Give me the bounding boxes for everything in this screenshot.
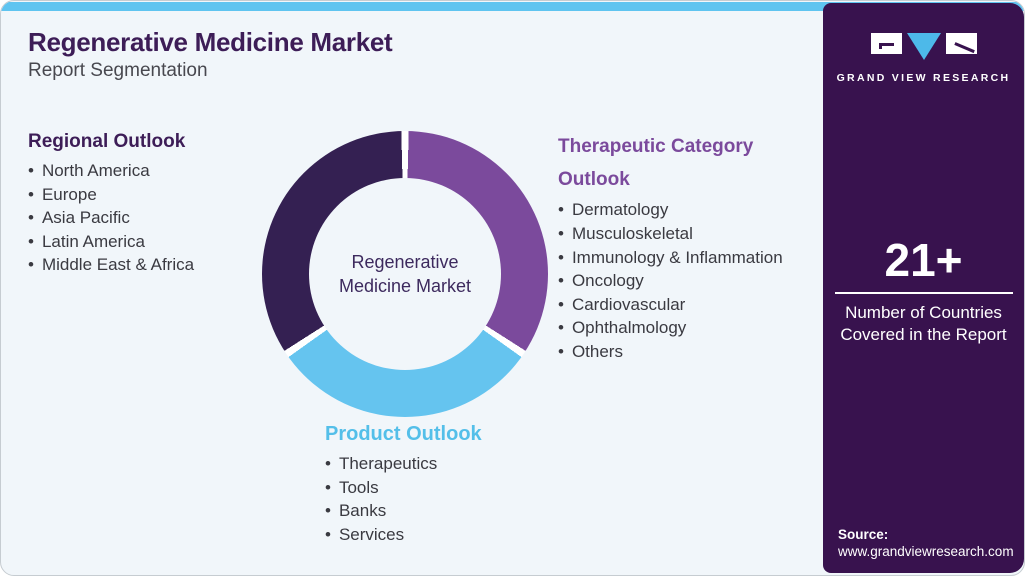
list-item: Services [325, 523, 482, 547]
brand-name: GRAND VIEW RESEARCH [836, 72, 1011, 84]
list-item: Ophthalmology [558, 316, 783, 340]
list-item: Dermatology [558, 198, 783, 222]
logo-r-icon [945, 33, 977, 54]
section-product-outlook: Product Outlook Therapeutics Tools Banks… [325, 423, 482, 546]
product-outlook-list: Therapeutics Tools Banks Services [325, 452, 482, 546]
sidebar: GRAND VIEW RESEARCH 21+ Number of Countr… [823, 3, 1024, 573]
source-label: Source: [838, 527, 889, 542]
donut-chart: Regenerative Medicine Market [262, 131, 548, 417]
donut-center: Regenerative Medicine Market [309, 178, 501, 370]
stat-divider [834, 292, 1013, 294]
stat-value: 21+ [884, 234, 963, 286]
list-item: Oncology [558, 269, 783, 293]
source-url: www.grandviewresearch.com [838, 544, 1014, 559]
donut-center-label: Regenerative Medicine Market [338, 252, 472, 296]
list-item: Cardiovascular [558, 293, 783, 317]
list-item: North America [28, 159, 194, 183]
list-item: Musculoskeletal [558, 222, 783, 246]
regional-outlook-list: North America Europe Asia Pacific Latin … [28, 159, 194, 277]
logo-v-triangle-icon [906, 33, 941, 60]
therapeutic-outlook-heading: Therapeutic Category Outlook [558, 136, 754, 190]
countries-stat: 21+ Number of Countries Covered in the R… [823, 237, 1024, 345]
product-outlook-heading: Product Outlook [325, 423, 482, 445]
section-regional-outlook: Regional Outlook North America Europe As… [28, 131, 194, 277]
section-therapeutic-outlook: Therapeutic Category Outlook Dermatology… [558, 131, 783, 364]
page-title: Regenerative Medicine Market [28, 27, 393, 57]
logo-g-icon [870, 33, 902, 54]
gvr-logo-marks [823, 33, 1024, 61]
list-item: Immunology & Inflammation [558, 246, 783, 270]
regional-outlook-heading: Regional Outlook [28, 131, 186, 152]
list-item: Middle East & Africa [28, 253, 194, 277]
page-subtitle: Report Segmentation [28, 60, 208, 81]
stat-label: Number of Countries Covered in the Repor… [840, 303, 1007, 344]
list-item: Latin America [28, 230, 194, 254]
list-item: Therapeutics [325, 452, 482, 476]
therapeutic-outlook-list: Dermatology Musculoskeletal Immunology &… [558, 198, 783, 363]
list-item: Europe [28, 183, 194, 207]
list-item: Asia Pacific [28, 206, 194, 230]
list-item: Tools [325, 476, 482, 500]
source-block: Source: www.grandviewresearch.com [838, 525, 1014, 559]
list-item: Banks [325, 499, 482, 523]
list-item: Others [558, 340, 783, 364]
top-accent-bar [1, 2, 1024, 11]
gvr-logo: GRAND VIEW RESEARCH [823, 33, 1024, 84]
